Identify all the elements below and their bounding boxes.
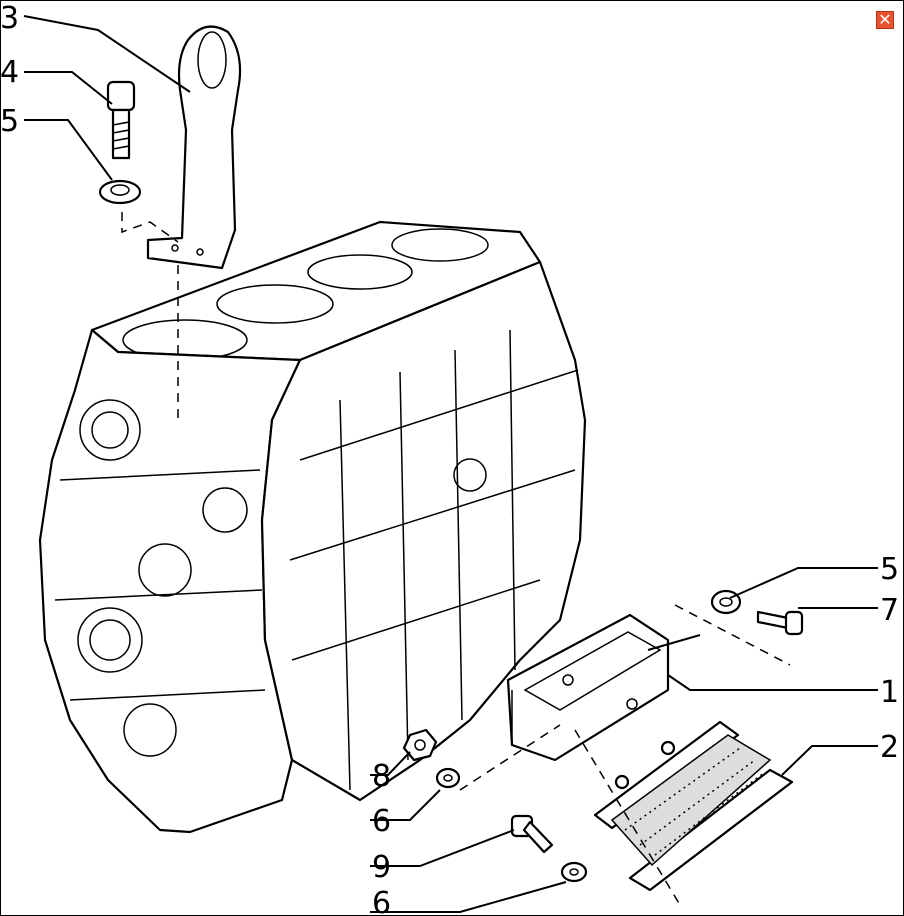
callout-2: 2 bbox=[880, 730, 899, 765]
washer-part-5-right bbox=[710, 589, 742, 615]
callout-3: 3 bbox=[0, 1, 19, 36]
callout-4: 4 bbox=[0, 55, 19, 90]
callout-7: 7 bbox=[880, 593, 899, 628]
rubber-mount-part-2 bbox=[593, 720, 794, 892]
callout-6-mid: 6 bbox=[372, 804, 391, 839]
bolt-part-7 bbox=[756, 610, 804, 636]
screw-part-4 bbox=[106, 80, 136, 160]
washer-part-5-top bbox=[98, 179, 142, 205]
engine-block bbox=[38, 220, 587, 834]
callout-9: 9 bbox=[372, 850, 391, 885]
callout-5-right: 5 bbox=[880, 552, 899, 587]
callout-1: 1 bbox=[880, 675, 899, 710]
bolt-part-9 bbox=[510, 814, 554, 854]
close-button[interactable]: ✕ bbox=[876, 10, 894, 29]
callout-5-top: 5 bbox=[0, 104, 19, 139]
washer-part-6-mid bbox=[435, 767, 461, 789]
callout-8: 8 bbox=[372, 759, 391, 794]
mount-bracket-part-1 bbox=[506, 613, 670, 762]
nut-part-8 bbox=[402, 728, 438, 762]
lifting-bracket bbox=[146, 25, 242, 270]
washer-part-6-bottom bbox=[560, 861, 588, 883]
leader-lines bbox=[23, 15, 878, 913]
callout-6-bottom: 6 bbox=[372, 886, 391, 916]
close-icon: ✕ bbox=[878, 10, 892, 29]
